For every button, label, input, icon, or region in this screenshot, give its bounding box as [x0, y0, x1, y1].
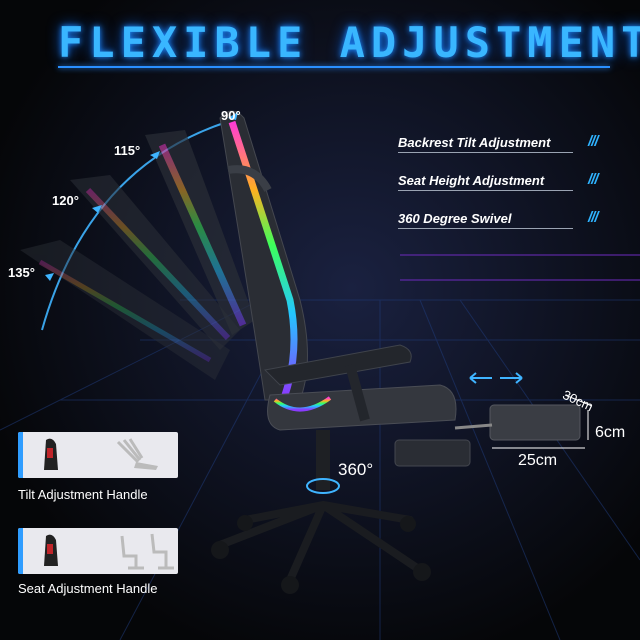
page-title: FLEXIBLE ADJUSTMENT: [58, 18, 640, 67]
tilt-handle-thumbnail: [18, 432, 178, 478]
feature-360-swivel: 360 Degree Swivel ///: [398, 209, 628, 231]
feature-backrest-tilt: Backrest Tilt Adjustment ///: [398, 133, 628, 155]
feature-label: 360 Degree Swivel: [398, 211, 512, 226]
feature-label: Backrest Tilt Adjustment: [398, 135, 551, 150]
feature-underline: [398, 152, 573, 153]
ghost-backrest-135: [20, 240, 230, 380]
footrest-height-label: 6cm: [595, 424, 626, 441]
footrest-width-label: 25cm: [518, 452, 558, 469]
ghost-backrest-115: [145, 130, 255, 335]
swivel-label: 360°: [338, 460, 374, 479]
seat-handle-icon: [44, 533, 174, 570]
thumbnail-accent-bar: [18, 432, 23, 478]
slash-marker-icon: ///: [588, 171, 598, 188]
chair-base: [211, 430, 431, 594]
angle-label-120: 120°: [52, 193, 79, 208]
slash-marker-icon: ///: [588, 133, 598, 150]
slash-marker-icon: ///: [588, 209, 598, 226]
dimension-lines: [492, 394, 593, 449]
armrest: [263, 344, 412, 422]
title-underline: [58, 66, 610, 68]
tilt-arrows: [45, 112, 238, 281]
feature-underline: [398, 190, 573, 191]
main-backrest: [219, 110, 308, 401]
footrest-slide-arrows: [469, 372, 523, 384]
tilt-handle-label: Tilt Adjustment Handle: [18, 487, 148, 502]
tilt-handle-icon: [44, 438, 158, 470]
feature-underline: [398, 228, 573, 229]
angle-label-135: 135°: [8, 265, 35, 280]
angle-label-90: 90°: [221, 108, 241, 123]
seat-handle-label: Seat Adjustment Handle: [18, 581, 158, 596]
feature-seat-height: Seat Height Adjustment ///: [398, 171, 628, 193]
seat-handle-thumbnail: [18, 528, 178, 574]
footrest: [394, 404, 581, 467]
thumbnail-accent-bar: [18, 528, 23, 574]
ghost-backrest-120: [70, 175, 240, 350]
feature-label: Seat Height Adjustment: [398, 173, 545, 188]
angle-label-115: 115°: [114, 143, 141, 158]
